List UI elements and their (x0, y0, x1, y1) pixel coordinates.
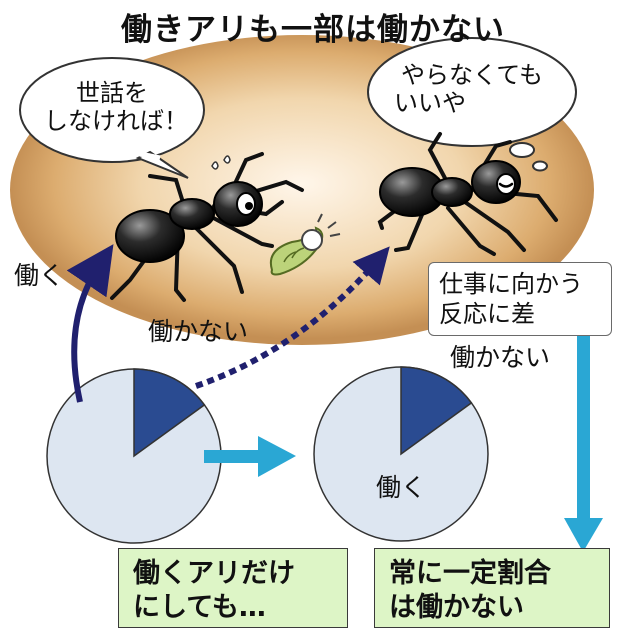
ant-idle-icon (377, 132, 558, 256)
work-arrow (66, 244, 114, 403)
thought-bubble-icon (367, 37, 577, 172)
bottom-right-line-1: 常に一定割合 (389, 558, 551, 589)
reaction-line-1: 仕事に向かう (439, 270, 583, 298)
pie-after-idle-slice (400, 366, 473, 456)
page-title: 働きアリも一部は働かない (121, 12, 505, 48)
label-work-pie: 働く (376, 473, 427, 502)
result-arrow (564, 336, 603, 552)
speech-bubble-icon (19, 57, 205, 179)
reaction-line-2: 反応に差 (439, 300, 535, 328)
bottom-left-line-2: にしても… (133, 591, 266, 623)
sweat-drops (211, 155, 231, 170)
transition-arrow (204, 436, 296, 477)
bottom-left-line-1: 働くアリだけ (133, 558, 295, 589)
speech-right-line-1: やらなくても (400, 61, 544, 89)
speech-left-text: 世話を しなければ！ (44, 79, 188, 135)
speech-right-line-2: いいや (394, 88, 466, 117)
bottom-right-line-2: は働かない (389, 591, 524, 623)
label-work-left: 働く (14, 261, 65, 290)
larva-icon (270, 213, 341, 276)
bottom-left-box: 働くアリだけ にしても… (118, 548, 348, 628)
speech-right-text: やらなくても いいや (380, 61, 564, 117)
speech-left-line-2: しなければ！ (44, 106, 188, 135)
label-idle-arrow: 働かない (148, 317, 249, 346)
label-idle-right: 働かない (450, 343, 551, 372)
idle-arrow (195, 246, 390, 389)
pie-before-idle-slice (133, 368, 206, 458)
reaction-box: 仕事に向かう 反応に差 (428, 262, 612, 336)
pie-before (46, 368, 222, 544)
ant-working-icon (110, 152, 304, 302)
pie-after (313, 366, 489, 542)
speech-left-line-1: 世話を (76, 79, 148, 107)
bottom-right-box: 常に一定割合 は働かない (374, 548, 610, 628)
